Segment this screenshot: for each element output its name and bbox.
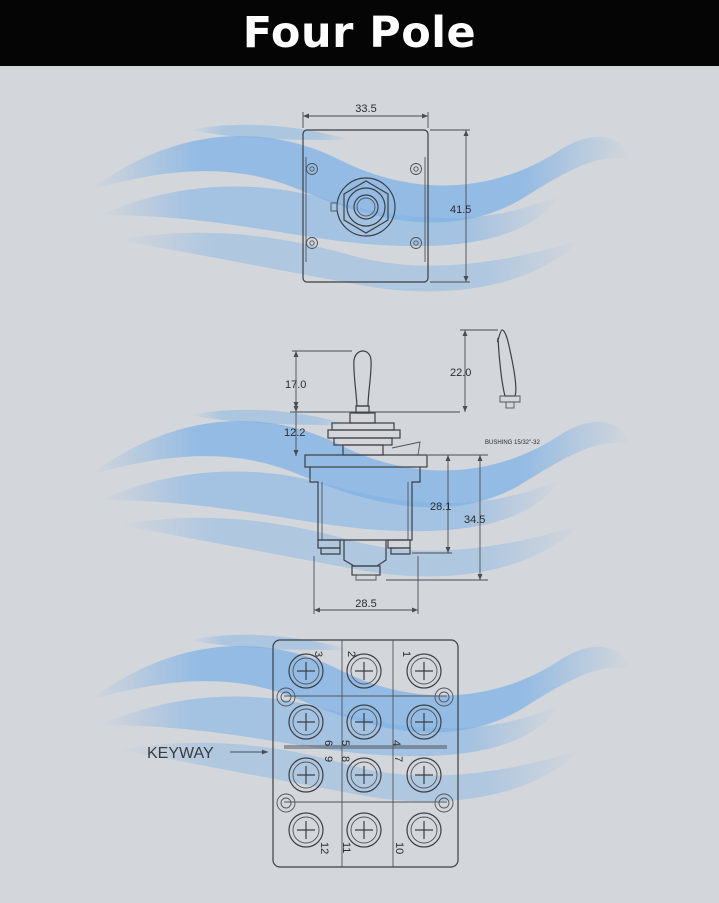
terminal-screw-icon <box>406 653 442 689</box>
terminal-view: 1 2 3 4 5 6 7 8 9 10 11 12 KEYWAY <box>147 639 459 868</box>
width-dimension: 33.5 <box>355 103 376 115</box>
terminal-screw-icon <box>288 757 324 793</box>
mounting-hole-icon <box>276 687 454 813</box>
mounting-hole-icon <box>306 163 422 249</box>
terminal-number: 10 <box>393 842 405 854</box>
terminal-number: 7 <box>392 756 404 762</box>
wave-watermark <box>90 124 630 802</box>
terminal-number: 11 <box>340 842 352 853</box>
bushing-height-dimension: 12.2 <box>284 427 305 439</box>
keyway-label: KEYWAY <box>147 745 214 762</box>
height-dimension: 41.5 <box>450 204 471 216</box>
total-height-dimension: 34.5 <box>464 514 485 526</box>
page-title: Four Pole <box>242 8 477 58</box>
terminal-number: 3 <box>312 651 324 657</box>
keyway-arrow-icon <box>262 749 268 755</box>
terminal-screw-icon <box>288 653 324 689</box>
terminal-number: 8 <box>339 756 351 762</box>
body-dimension: 28.1 <box>430 501 451 513</box>
bushing-nut-icon <box>330 177 396 237</box>
lever-dimension: 17.0 <box>285 379 306 391</box>
terminal-number: 4 <box>390 740 402 746</box>
terminal-number: 9 <box>322 756 334 762</box>
terminal-screw-icon <box>346 653 382 689</box>
bushing-note: BUSHING 15/32"-32 <box>485 440 540 446</box>
terminal-number: 12 <box>318 842 330 854</box>
lever-detail-dimension: 22.0 <box>450 367 471 379</box>
terminal-number: 2 <box>345 651 357 657</box>
terminal-screw-icon <box>406 812 442 848</box>
terminal-screw-icon <box>288 812 324 848</box>
terminal-screw-icon <box>346 757 382 793</box>
terminal-screw-icon <box>346 812 382 848</box>
terminal-number: 1 <box>400 651 412 657</box>
terminal-screw-icon <box>406 757 442 793</box>
base-width-dimension: 28.5 <box>355 598 376 610</box>
terminal-screw-icon <box>406 704 442 740</box>
top-view: 33.5 41.5 <box>302 103 471 283</box>
switch-drawing: 33.5 41.5 17.0 <box>90 103 630 868</box>
terminal-number: 5 <box>339 740 351 746</box>
terminal-screw-icon <box>346 704 382 740</box>
header-bar: Four Pole <box>0 0 719 66</box>
terminal-number: 6 <box>322 740 334 746</box>
side-view: 17.0 12.2 22.0 BUSHING 15/32"-32 28.1 34… <box>284 329 540 614</box>
terminal-screw-icon <box>288 704 324 740</box>
